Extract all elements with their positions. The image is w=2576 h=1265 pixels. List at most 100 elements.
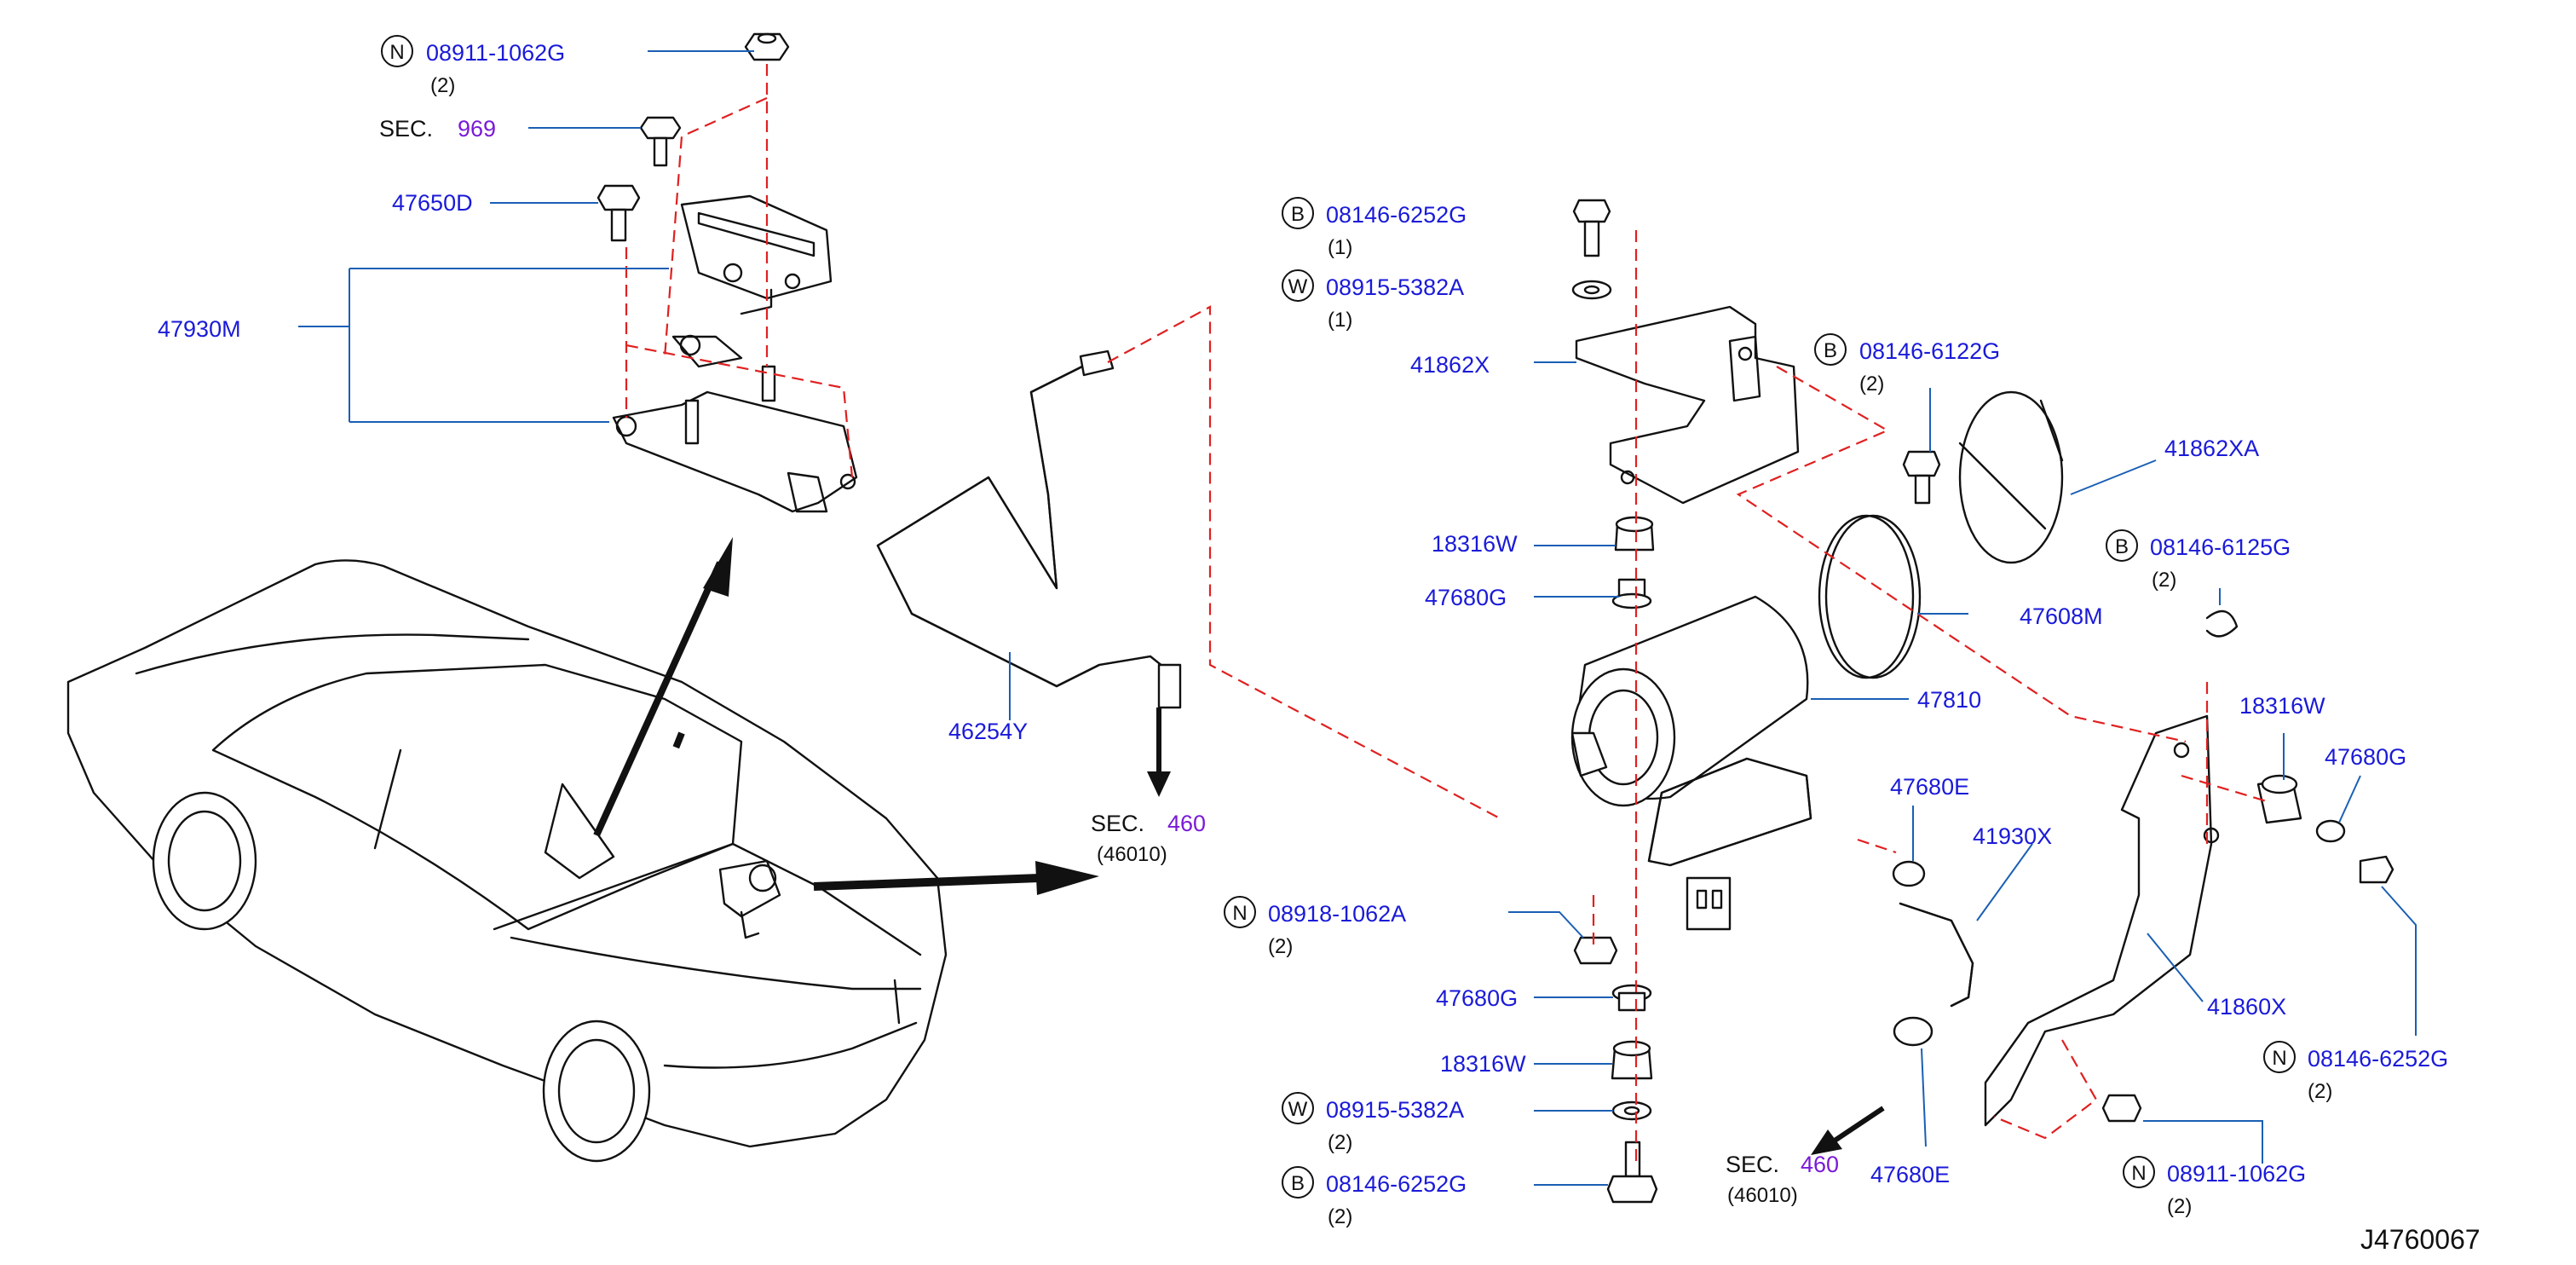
washer-bot — [1611, 1100, 1652, 1121]
sec-label: SEC. — [1091, 811, 1144, 836]
canister-47810 — [1570, 595, 1812, 931]
bolt-47650D — [596, 184, 641, 242]
part-number: 47608M — [2020, 604, 2103, 629]
bushing-18316W-r — [2256, 774, 2302, 824]
prefix-b: B — [1291, 1172, 1305, 1195]
callout-18316W-a[interactable]: 18316W — [1432, 531, 1518, 557]
callout-47680G-r[interactable]: 47680G — [2325, 744, 2406, 770]
callout-18316W-b[interactable]: 18316W — [1440, 1051, 1526, 1077]
collar-47680G-r — [2315, 819, 2346, 843]
mounting-bracket — [612, 334, 858, 513]
part-number: 08915-5382A — [1326, 274, 1464, 300]
nut-08918 — [1573, 936, 1618, 965]
callout-47680G-a[interactable]: 47680G — [1425, 585, 1507, 610]
bolt-08146-6122G — [1902, 450, 1941, 505]
sec-label: SEC. — [379, 116, 433, 142]
part-number: 47650D — [392, 190, 473, 216]
callout-08146-6252G-bot[interactable]: B 08146-6252G (2) — [1282, 1166, 1467, 1228]
clamp-47680E-b — [1893, 1016, 1933, 1047]
callout-47930M[interactable]: 47930M — [158, 316, 241, 342]
callout-08915-5382A-bot[interactable]: W 08915-5382A (2) — [1282, 1092, 1464, 1154]
part-number: 41860X — [2207, 994, 2286, 1020]
quantity: (1) — [1328, 309, 1352, 332]
part-number: 47680E — [1870, 1162, 1950, 1187]
callout-08146-6252G-top[interactable]: B 08146-6252G (1) — [1282, 197, 1467, 259]
prefix-b: B — [1291, 203, 1305, 226]
callout-arrows — [593, 537, 1885, 1155]
callout-47650D[interactable]: 47650D — [392, 190, 473, 216]
callout-08911-1062G-bot[interactable]: N 08911-1062G (2) — [2123, 1156, 2306, 1218]
quantity: (2) — [1268, 935, 1293, 958]
bolt-08146-6252G-top — [1572, 199, 1611, 257]
callout-08146-6122G[interactable]: B 08146-6122G (2) — [1814, 333, 2000, 396]
part-number: 08146-6252G — [1326, 202, 1467, 228]
nut-08911-bot — [2101, 1094, 2142, 1123]
callout-08915-5382A-top[interactable]: W 08915-5382A (1) — [1282, 269, 1464, 332]
part-number: 47680G — [1436, 985, 1518, 1011]
callout-47810[interactable]: 47810 — [1917, 687, 1981, 713]
band-41862XA — [1958, 390, 2064, 564]
washer-top — [1571, 280, 1612, 300]
callout-sec-460-a[interactable]: SEC. 460 (46010) — [1091, 811, 1206, 866]
bolt-08146-6252G-r — [2359, 855, 2394, 884]
part-number: 47810 — [1917, 687, 1981, 713]
callout-sec-460-b[interactable]: SEC. 460 (46010) — [1726, 1152, 1839, 1207]
part-number: 08146-6125G — [2150, 534, 2291, 560]
quantity: (1) — [1328, 236, 1352, 259]
prefix-n: N — [2272, 1047, 2286, 1070]
quantity: (2) — [1328, 1205, 1352, 1228]
callout-46254Y[interactable]: 46254Y — [948, 719, 1028, 744]
prefix-w: W — [1288, 1098, 1308, 1121]
part-number: 47680E — [1890, 774, 1969, 800]
prefix-w: W — [1288, 275, 1308, 298]
sensor-pipe — [876, 349, 1182, 709]
callout-18316W-r[interactable]: 18316W — [2239, 693, 2325, 719]
bushing-18316W-a — [1614, 516, 1655, 552]
band-47608M — [1818, 514, 1922, 679]
callout-41862X[interactable]: 41862X — [1410, 352, 1490, 378]
clip-08146-6125G — [2205, 609, 2239, 638]
sec-label: SEC. — [1726, 1152, 1779, 1177]
prefix-n: N — [389, 41, 404, 64]
clamp-47680E-a — [1892, 860, 1926, 887]
bolt-08146-6252G-bot — [1606, 1141, 1658, 1204]
callout-47680E-b[interactable]: 47680E — [1870, 1162, 1950, 1187]
part-number: 18316W — [2239, 693, 2325, 719]
bushing-18316W-b — [1611, 1040, 1653, 1080]
leader-lines — [298, 50, 2417, 1186]
part-number: 18316W — [1432, 531, 1518, 557]
part-number: 08146-6122G — [1859, 338, 2000, 364]
quantity: (2) — [2167, 1195, 2192, 1218]
sec-number: 460 — [1801, 1152, 1839, 1177]
callout-47608M[interactable]: 47608M — [2020, 604, 2103, 629]
callout-08911-1062G-top[interactable]: N 08911-1062G (2) — [381, 35, 565, 97]
part-number: 08146-6252G — [1326, 1171, 1467, 1197]
callout-47680E-a[interactable]: 47680E — [1890, 774, 1969, 800]
callout-sec-969[interactable]: SEC. 969 — [379, 116, 496, 142]
bracket-41862X — [1575, 305, 1800, 505]
part-number: 18316W — [1440, 1051, 1526, 1077]
sec-sub: (46010) — [1727, 1184, 1798, 1207]
prefix-n: N — [2131, 1162, 2146, 1185]
sec-number: 969 — [458, 116, 496, 142]
callout-47680G-b[interactable]: 47680G — [1436, 985, 1518, 1011]
callout-41860X[interactable]: 41860X — [2207, 994, 2286, 1020]
collar-47680G-a — [1611, 578, 1652, 609]
part-number: 08146-6252G — [2308, 1046, 2448, 1071]
part-number: 47680G — [2325, 744, 2406, 770]
part-number: 41862XA — [2164, 436, 2259, 461]
callout-41930X[interactable]: 41930X — [1973, 823, 2052, 849]
part-number: 08918-1062A — [1268, 901, 1406, 927]
callout-08918-1062A[interactable]: N 08918-1062A (2) — [1224, 896, 1406, 958]
hose-41930X — [1899, 902, 1974, 1008]
diagram-reference: J4760067 — [2360, 1224, 2481, 1255]
sec-number: 460 — [1167, 811, 1206, 836]
sec-sub: (46010) — [1097, 843, 1167, 866]
part-number: 08915-5382A — [1326, 1097, 1464, 1123]
part-number: 47680G — [1425, 585, 1507, 610]
callout-08146-6125G[interactable]: B 08146-6125G (2) — [2106, 529, 2291, 592]
callout-08146-6252G-r[interactable]: N 08146-6252G (2) — [2263, 1041, 2448, 1103]
callout-41862XA[interactable]: 41862XA — [2164, 436, 2259, 461]
part-number: 47930M — [158, 316, 241, 342]
